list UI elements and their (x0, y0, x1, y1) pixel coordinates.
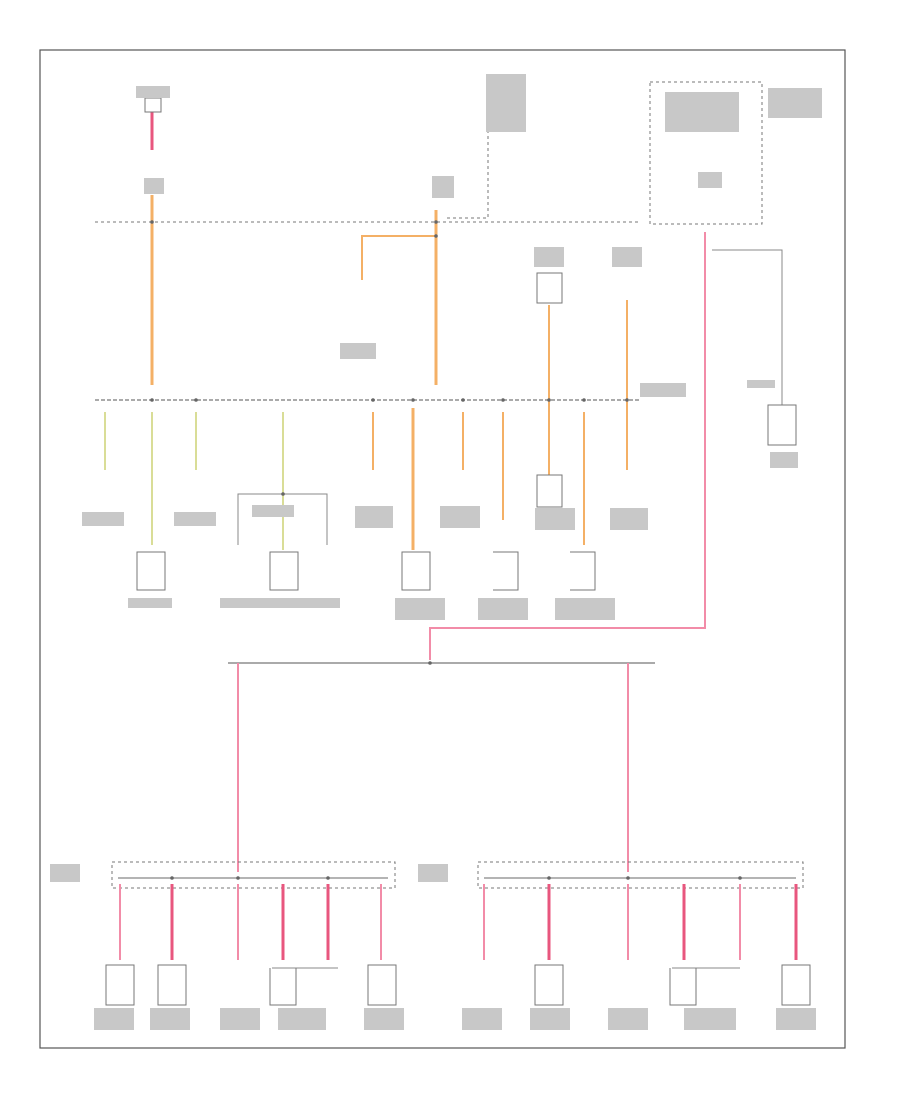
component-lower-l1 (105, 964, 135, 1006)
splice-dot (428, 661, 432, 665)
component-sensor-b (570, 551, 596, 591)
splice-dot (501, 398, 505, 402)
component-top-left-connector (144, 97, 162, 113)
component-injector-2 (269, 551, 299, 591)
component-sensor-mid (536, 474, 563, 508)
splice-dot (738, 876, 742, 880)
splice-dot (150, 220, 154, 224)
component-actuator (401, 551, 431, 591)
splice-dot (326, 876, 330, 880)
splice-dot (626, 876, 630, 880)
splice-dot (170, 876, 174, 880)
splice-dot (236, 876, 240, 880)
splice-dot (434, 234, 438, 238)
splice-dot (582, 398, 586, 402)
wire-orange-3 (361, 235, 436, 280)
illegible-labels (50, 74, 822, 1030)
component-lower-r4 (669, 968, 697, 1006)
splice-dot (281, 492, 285, 496)
lower-connector-left (111, 861, 396, 889)
splice-dot (547, 876, 551, 880)
splice-dot (625, 398, 629, 402)
component-lower-l2 (157, 964, 187, 1006)
dashed-lead-top-middle (445, 100, 489, 219)
component-lower-r6 (781, 964, 811, 1006)
splice-dot (371, 398, 375, 402)
splice-dot (150, 398, 154, 402)
component-lower-l6 (367, 964, 397, 1006)
module-box-top-right (649, 81, 763, 225)
splice-dot (194, 398, 198, 402)
component-right-module (767, 404, 797, 446)
wire-gray-right (712, 249, 783, 405)
splice-dot (461, 398, 465, 402)
diagram-frame (39, 49, 846, 1049)
splice-dots (150, 220, 742, 880)
component-lower-l4 (269, 968, 297, 1006)
splice-dot (547, 398, 551, 402)
component-sensor-a (493, 551, 519, 591)
component-sensor-top-1 (536, 272, 563, 304)
component-injector-1 (136, 551, 166, 591)
splice-dot (411, 398, 415, 402)
wire-pink-main (429, 232, 706, 660)
splice-dot (434, 220, 438, 224)
lower-connector-right (477, 861, 804, 889)
component-lower-r1 (534, 964, 564, 1006)
